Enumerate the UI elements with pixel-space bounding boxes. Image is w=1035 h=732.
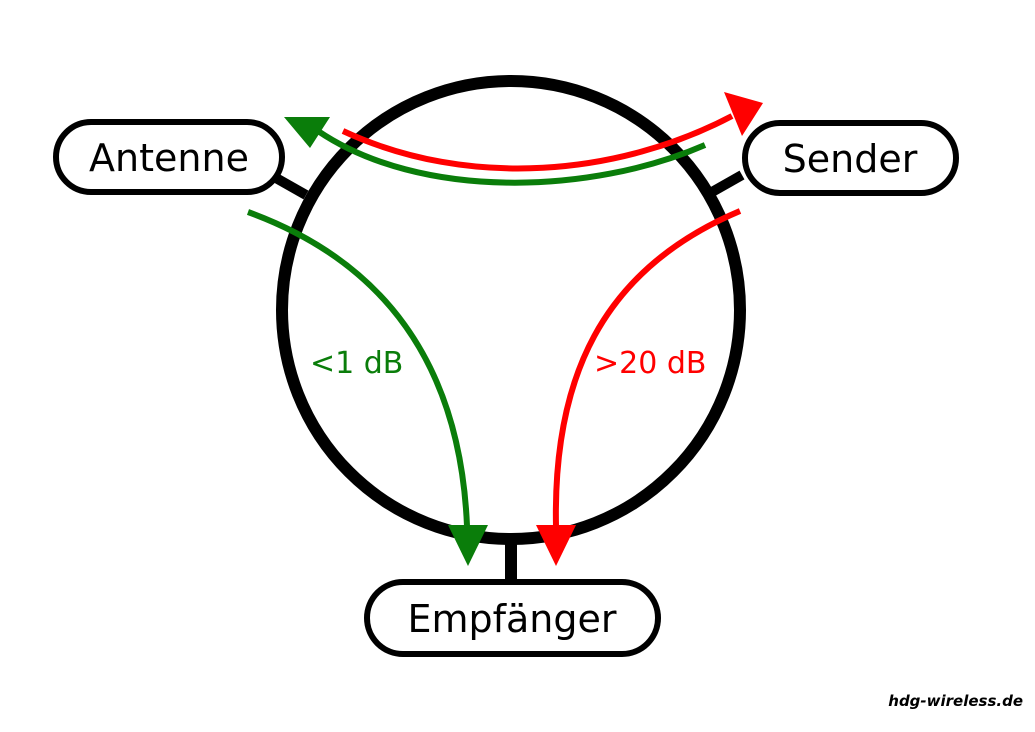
loss-label-transmitter-to-receiver: >20 dB xyxy=(594,346,706,381)
transmitter-box xyxy=(742,120,959,196)
receiver-box xyxy=(364,579,661,657)
path-transmitter-to-receiver xyxy=(552,208,742,527)
arrowhead-transmitter-to-receiver xyxy=(536,525,576,566)
port-transmitter: Sender xyxy=(742,120,959,196)
path-transmitter-to-antenna xyxy=(316,128,707,186)
transmitter-label: Sender xyxy=(783,137,918,181)
loss-label-antenna-to-receiver: <1 dB xyxy=(310,346,403,381)
path-antenna-to-receiver xyxy=(246,209,470,527)
site-credit: hdg-wireless.de xyxy=(888,692,1023,710)
antenna-box xyxy=(53,119,285,195)
antenna-label: Antenne xyxy=(89,136,249,180)
arrowhead-antenna-to-receiver xyxy=(448,525,488,566)
antenna-stub xyxy=(273,173,309,200)
port-antenna: Antenne xyxy=(53,119,285,195)
receiver-label: Empfänger xyxy=(407,597,616,641)
arrowhead-antenna-to-transmitter xyxy=(724,92,763,136)
path-antenna-to-transmitter xyxy=(341,113,734,172)
transmitter-stub xyxy=(709,170,745,197)
arrowhead-transmitter-to-antenna xyxy=(284,117,330,148)
port-receiver: Empfänger xyxy=(364,579,661,657)
